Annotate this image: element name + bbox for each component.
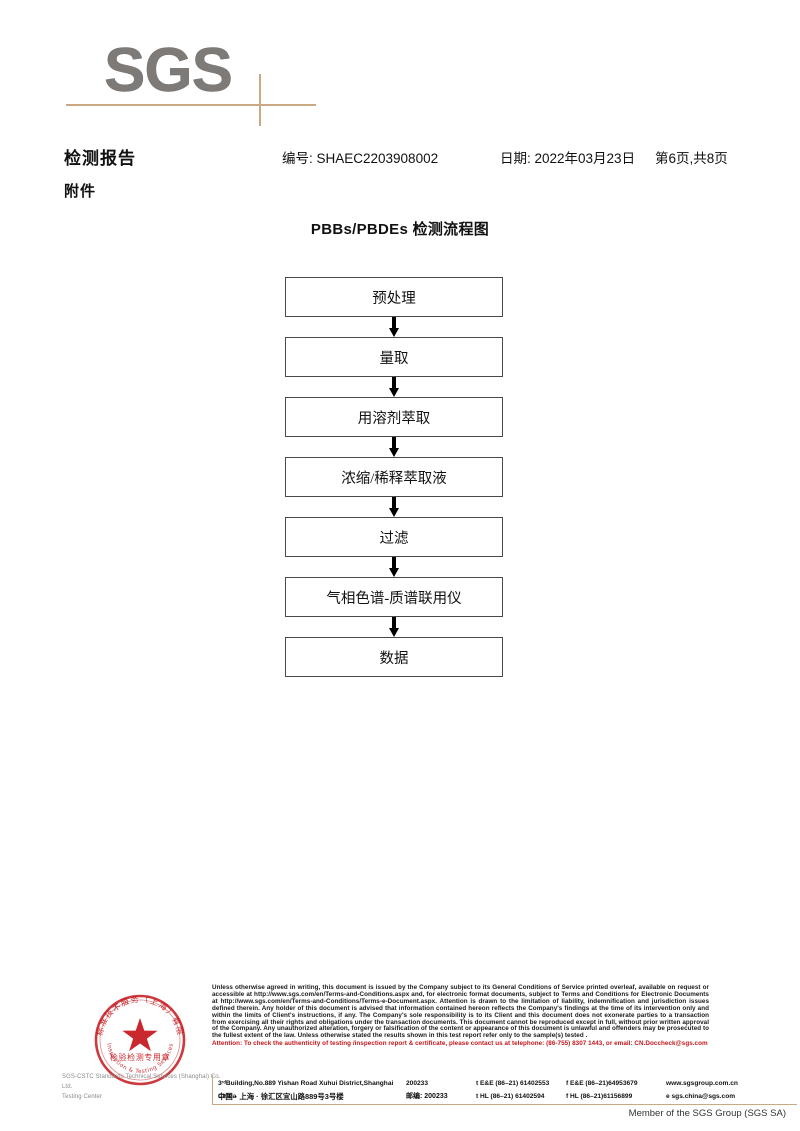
page-title: 检测报告 (64, 149, 136, 168)
flow-step-4: 浓缩/稀释萃取液 (285, 457, 503, 497)
address-row-chinese: 中国 · 上海 · 徐汇区宜山路889号3号楼 邮编: 200233 t HL … (218, 1090, 735, 1103)
legal-paragraph: Unless otherwise agreed in writing, this… (212, 984, 709, 1040)
website-url: www.sgsgroup.com.cn (666, 1080, 738, 1087)
sgs-wordmark: SGS (104, 36, 233, 105)
attachment-label: 附件 (64, 183, 97, 200)
seal-caption-line1: SGS-CSTC Standards Technical Services (S… (62, 1074, 221, 1090)
fax-ee: f E&E (86–21)64953679 (566, 1080, 638, 1087)
report-number: 编号: SHAEC2203908002 (282, 151, 439, 166)
flow-step-3: 用溶剂萃取 (285, 397, 503, 437)
legal-attention-notice: Attention: To check the authenticity of … (212, 1040, 708, 1048)
sgs-logo: SGS (66, 36, 344, 126)
zip-chinese: 邮编: 200233 (406, 1093, 448, 1100)
flow-step-6: 气相色谱-质谱联用仪 (285, 577, 503, 617)
telephone-ee: t E&E (86–21) 61402553 (476, 1080, 550, 1087)
logo-horizontal-rule (66, 104, 316, 106)
flow-arrow-6 (285, 617, 503, 637)
company-seal-stamp: 上海标准技术服务（上海）有限公司 Inspection & Testing Se… (88, 988, 192, 1092)
telephone-hl: t HL (86–21) 61402594 (476, 1093, 545, 1100)
seal-caption: SGS-CSTC Standards Technical Services (S… (62, 1072, 222, 1102)
sgs-group-member-line: Member of the SGS Group (SGS SA) (628, 1108, 786, 1119)
email-address: e sgs.china@sgs.com (666, 1093, 736, 1100)
flow-step-1: 预处理 (285, 277, 503, 317)
flow-arrow-5 (285, 557, 503, 577)
flow-arrow-3 (285, 437, 503, 457)
address-english: 3ʳᵈBuilding,No.889 Yishan Road Xuhui Dis… (218, 1080, 394, 1100)
flow-step-2: 量取 (285, 337, 503, 377)
flowchart-title: PBBs/PBDEs 检测流程图 (310, 221, 490, 238)
document-header: 检测报告 编号: SHAEC2203908002 日期: 2022年03月23日… (0, 144, 800, 168)
footer-address-block: 3ʳᵈBuilding,No.889 Yishan Road Xuhui Dis… (212, 1075, 738, 1105)
zip-english: 200233 (406, 1080, 429, 1087)
footer-horizontal-rule (212, 1104, 797, 1106)
flow-arrow-1 (285, 317, 503, 337)
footer-vertical-divider (212, 1075, 214, 1105)
fax-hl: f HL (86–21)61156899 (566, 1093, 633, 1100)
address-row-english: 3ʳᵈBuilding,No.889 Yishan Road Xuhui Dis… (218, 1077, 738, 1100)
flow-step-5: 过滤 (285, 517, 503, 557)
seal-caption-line2: Testing Center (62, 1094, 103, 1100)
address-chinese: 中国 · 上海 · 徐汇区宜山路889号3号楼 (218, 1092, 344, 1101)
report-date: 日期: 2022年03月23日 (500, 151, 636, 166)
svg-text:检验检测专用章: 检验检测专用章 (110, 1052, 170, 1062)
flow-arrow-2 (285, 377, 503, 397)
flowchart: 预处理 量取 用溶剂萃取 浓缩/稀释萃取液 过滤 气相色谱-质谱联用仪 数据 (285, 277, 503, 677)
flow-step-7: 数据 (285, 637, 503, 677)
logo-vertical-tick (259, 74, 261, 126)
legal-disclaimer: Unless otherwise agreed in writing, this… (212, 984, 709, 1048)
flow-arrow-4 (285, 497, 503, 517)
page-indicator: 第6页,共8页 (655, 151, 728, 166)
